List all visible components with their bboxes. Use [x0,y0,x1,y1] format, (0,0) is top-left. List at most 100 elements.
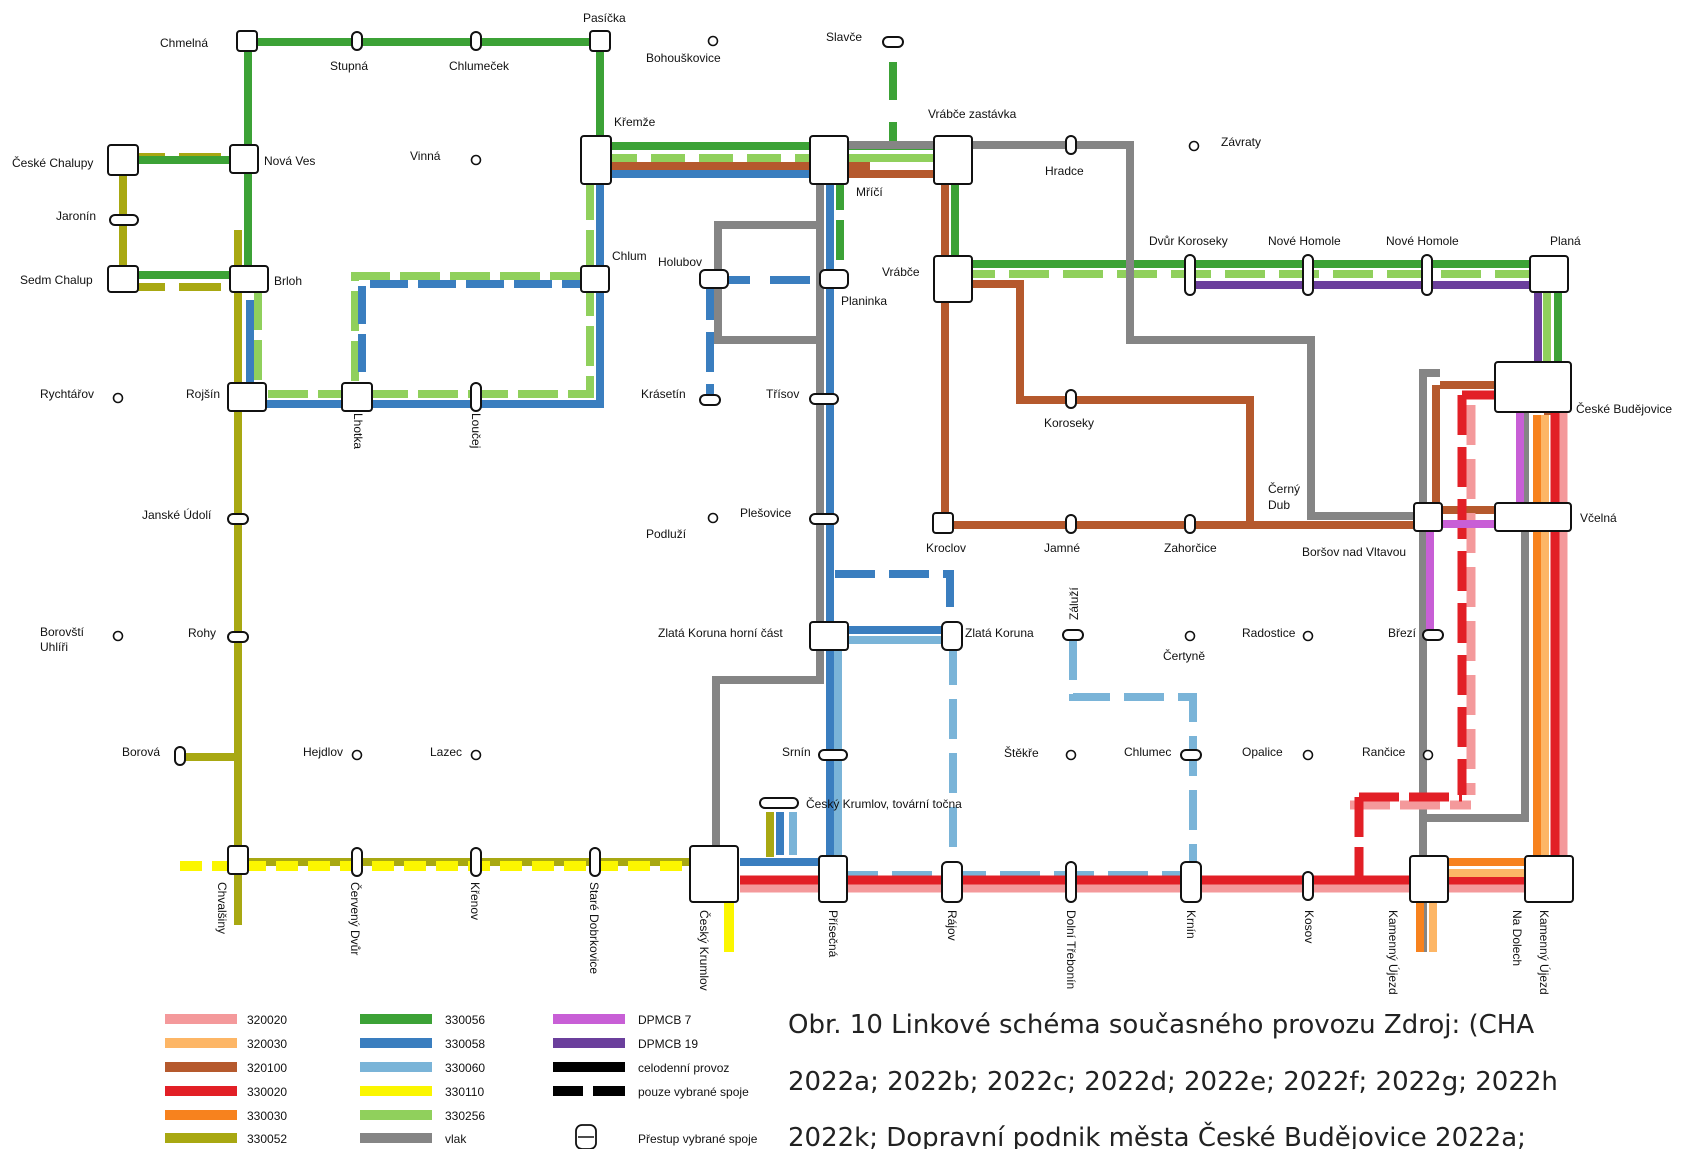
legend-label-solid: celodenní provoz [638,1061,729,1075]
stop-cerveny-dvur-marker [351,847,363,877]
stop-krnin-marker [1180,861,1202,903]
label-sedm-chalup: Sedm Chalup [20,273,93,287]
legend-label-330020: 330020 [247,1085,287,1099]
label-koroseky: Koroseky [1044,416,1094,430]
label-lhotka: Lhotka [351,413,365,449]
stop-radostice-marker [1302,630,1314,642]
stop-vcelna-marker [1494,502,1572,532]
station-labels: Chmelná Stupná Chlumeček Pasíčka Bohoušk… [12,11,1672,995]
label-trisov: Třísov [766,387,799,401]
label-stare-dobrkovice: Staré Dobrkovice [587,882,601,974]
label-hejdlov: Hejdlov [303,745,343,759]
label-kroclov: Kroclov [926,541,966,555]
stop-rychtarov-marker [112,392,124,404]
stop-ceske-chalupy-marker [107,144,139,176]
stop-na-dolech-marker [1524,855,1574,903]
label-rancice: Rančice [1362,745,1406,759]
label-jamne: Jamné [1044,541,1080,555]
legend-swatch-330052 [165,1133,237,1143]
label-dolni-trebonin: Dolní Třebonín [1064,910,1078,989]
legend-label-330058: 330058 [445,1037,485,1051]
legend-label-dpmcb-19: DPMCB 19 [638,1037,698,1051]
stop-vrabce-zastavka-marker [933,135,973,185]
label-ck-tovarni: Český Krumlov, tovární točna [806,796,962,811]
stop-planinka-marker [819,269,849,289]
label-cerny-dub-1: Černý [1268,481,1300,496]
stop-plana-marker [1529,255,1569,293]
stop-pasicka-marker [589,30,611,52]
label-kamenny-ujezd-v: Kamenný Újezd [1386,910,1401,995]
label-rojsin: Rojšín [186,387,220,401]
stop-zahorcice-marker [1184,514,1196,534]
stop-certyne-marker [1184,630,1196,642]
stop-chlumecek-marker [470,31,482,51]
stop-hejdlov-marker [351,749,363,761]
legend-label-330052: 330052 [247,1132,287,1146]
legend-swatch-330110 [360,1086,432,1096]
stop-vinna-marker [470,154,482,166]
stop-rohy-marker [227,631,249,643]
legend: 320020 320030 320100 330020 330030 33005… [165,1013,758,1149]
label-nove-homole-1: Nové Homole [1268,234,1341,248]
stop-chlumec-marker [1180,749,1202,761]
legend-swatch-320030 [165,1038,237,1048]
legend-label-dpmcb-7: DPMCB 7 [638,1013,692,1027]
label-rohy: Rohy [188,626,216,640]
stop-kremze-marker [580,135,612,185]
stop-kamenny-ujezd-marker [1409,855,1449,903]
label-zahorcice: Zahorčice [1164,541,1217,555]
label-certyne: Čertyně [1163,648,1205,663]
stop-dvur-koroseky-marker [1184,254,1196,296]
label-jaronin: Jaronín [56,209,96,223]
stop-nove-homole-2-marker [1421,254,1433,296]
line-dpmcb-19 [1190,281,1542,362]
label-lazec: Lazec [430,745,462,759]
label-stupna: Stupná [330,59,368,73]
stop-chlum-marker [580,265,610,293]
stop-lazec-marker [470,749,482,761]
legend-swatch-330058 [360,1038,432,1048]
legend-label-320100: 320100 [247,1061,287,1075]
line-330060 [789,636,1197,885]
label-vrabce-zastavka: Vrábče zastávka [928,107,1017,121]
stop-borova-marker [174,746,186,766]
stop-rajov-marker [941,861,963,903]
stop-vrabce-marker [933,255,973,303]
legend-label-vlak: vlak [445,1132,467,1146]
stop-slavce-marker [882,36,904,48]
label-borovsti-1: Borovští [40,625,85,639]
label-prisecna: Přísečná [826,910,840,958]
legend-label-transfer: Přestup vybrané spoje [638,1132,758,1146]
stop-nove-homole-1-marker [1302,254,1314,296]
legend-label-330110: 330110 [445,1085,484,1099]
stop-koroseky-marker [1065,389,1077,409]
legend-swatch-dpmcb-7 [553,1014,625,1024]
stop-kosov-marker [1302,871,1314,901]
line-vlak [712,141,1529,952]
stop-cesky-krumlov-marker [689,845,739,903]
legend-swatch-vlak [360,1133,432,1143]
stop-loucej-marker [470,382,482,412]
stop-zlata-koruna-marker [941,621,963,651]
stop-rancice-marker [1422,749,1434,761]
stop-brloh-marker [229,265,269,293]
stop-trisov-marker [809,393,839,405]
label-srnin: Srnín [782,745,811,759]
label-chmelna: Chmelná [160,36,208,50]
label-chlumec: Chlumec [1124,745,1171,759]
line-330056 [130,38,1562,362]
label-ceske-chalupy: České Chalupy [12,155,93,170]
legend-label-320020: 320020 [247,1013,287,1027]
stop-stupna-marker [351,31,363,51]
label-rychtarov: Rychtářov [40,387,94,401]
label-krnin: Krnín [1184,910,1198,939]
label-ceske-budejovice: České Budějovice [1576,401,1672,416]
stop-brezi-marker [1422,629,1444,641]
stop-janske-udoli-marker [227,513,249,525]
stop-chvalsiny-marker [227,845,249,875]
stop-bohouskovice-marker [707,35,719,47]
label-brezi: Březí [1388,626,1417,640]
legend-label-330060: 330060 [445,1061,485,1075]
label-zaluzi: Záluží [1067,587,1081,620]
